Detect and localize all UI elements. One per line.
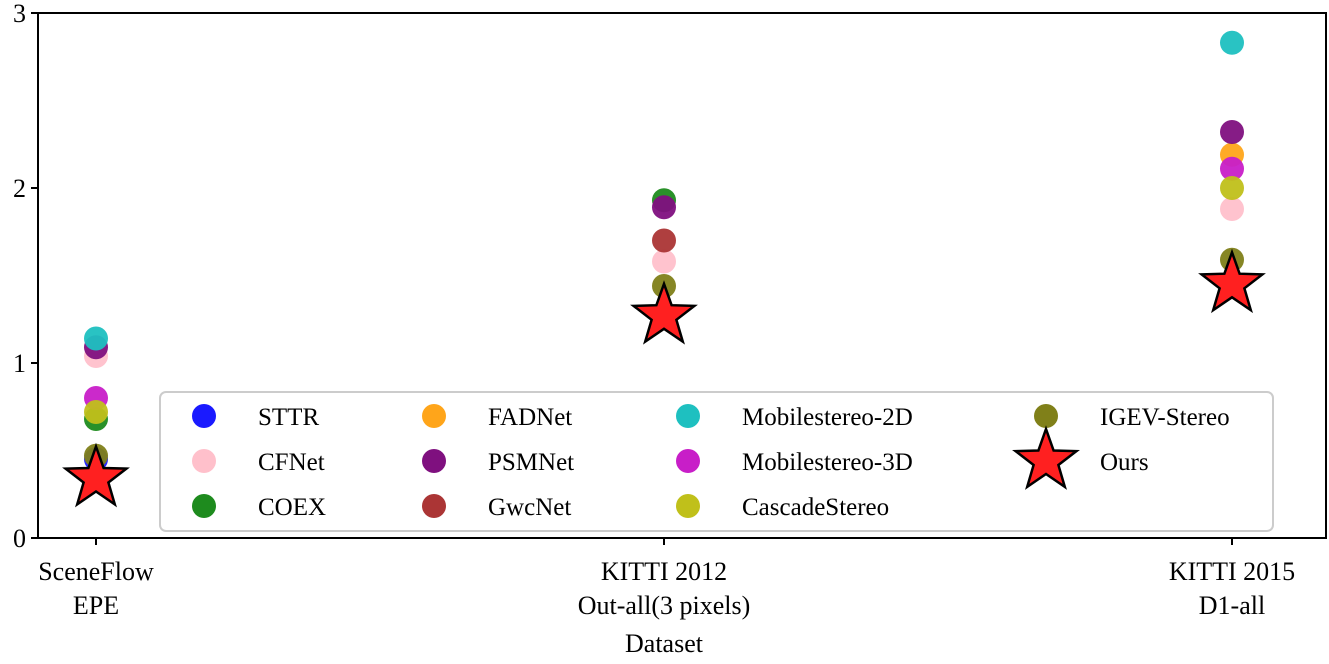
y-tick-label: 0 — [13, 524, 26, 553]
point-gwcnet — [652, 228, 676, 253]
legend-marker-cascadestereo — [676, 494, 700, 518]
x-axis-title: Dataset — [625, 629, 704, 658]
legend-marker-coex — [192, 494, 216, 518]
legend-marker-psmnet — [422, 449, 446, 473]
legend-label: Mobilestereo-2D — [742, 404, 913, 431]
legend-label: Ours — [1100, 449, 1149, 476]
legend-label: Mobilestereo-3D — [742, 449, 913, 476]
legend-marker-cfnet — [192, 449, 216, 473]
legend-label: GwcNet — [488, 494, 571, 521]
point-psmnet — [652, 195, 676, 220]
x-tick-label: KITTI 2012 — [601, 557, 727, 586]
point-cascadestereo — [1220, 176, 1244, 200]
point-ours — [1198, 248, 1266, 314]
y-tick-label: 2 — [13, 174, 26, 203]
x-tick-label: SceneFlow — [38, 557, 154, 586]
legend-marker-gwcnet — [422, 494, 446, 518]
x-tick-label: Out-all(3 pixels) — [578, 591, 751, 620]
point-ours — [630, 280, 698, 345]
legend-marker-sttr — [192, 404, 216, 428]
point-cfnet — [1220, 197, 1244, 221]
x-tick-label: KITTI 2015 — [1169, 557, 1295, 586]
x-tick-label: D1-all — [1199, 591, 1265, 620]
legend-label: STTR — [258, 404, 319, 431]
point-mobilestereo-2d — [84, 326, 108, 351]
y-axis: 0 1 2 3 — [13, 0, 38, 553]
legend-marker-ours — [1012, 425, 1080, 490]
legend-marker-mobilestereo-2d — [676, 404, 700, 428]
legend-label: IGEV-Stereo — [1100, 404, 1230, 431]
legend-label: COEX — [258, 494, 326, 521]
legend-label: CascadeStereo — [742, 494, 889, 521]
x-tick-label: EPE — [73, 591, 119, 620]
point-mobilestereo-3d — [1220, 156, 1244, 181]
point-cascadestereo — [84, 400, 108, 424]
plot-frame — [37, 12, 1327, 539]
legend-label: CFNet — [258, 449, 325, 476]
legend-marker-fadnet — [422, 404, 446, 428]
y-tick-label: 1 — [13, 349, 26, 378]
point-ours — [62, 442, 130, 508]
legend-label: FADNet — [488, 404, 572, 431]
y-tick-label: 3 — [13, 0, 26, 28]
legend-marker-igev-stereo — [1034, 404, 1058, 428]
point-mobilestereo-2d — [1220, 30, 1244, 55]
point-psmnet — [1220, 120, 1244, 144]
legend-label: PSMNet — [488, 449, 574, 476]
point-cfnet — [652, 249, 676, 274]
legend-marker-mobilestereo-3d — [676, 449, 700, 473]
data-marks — [62, 30, 1266, 508]
